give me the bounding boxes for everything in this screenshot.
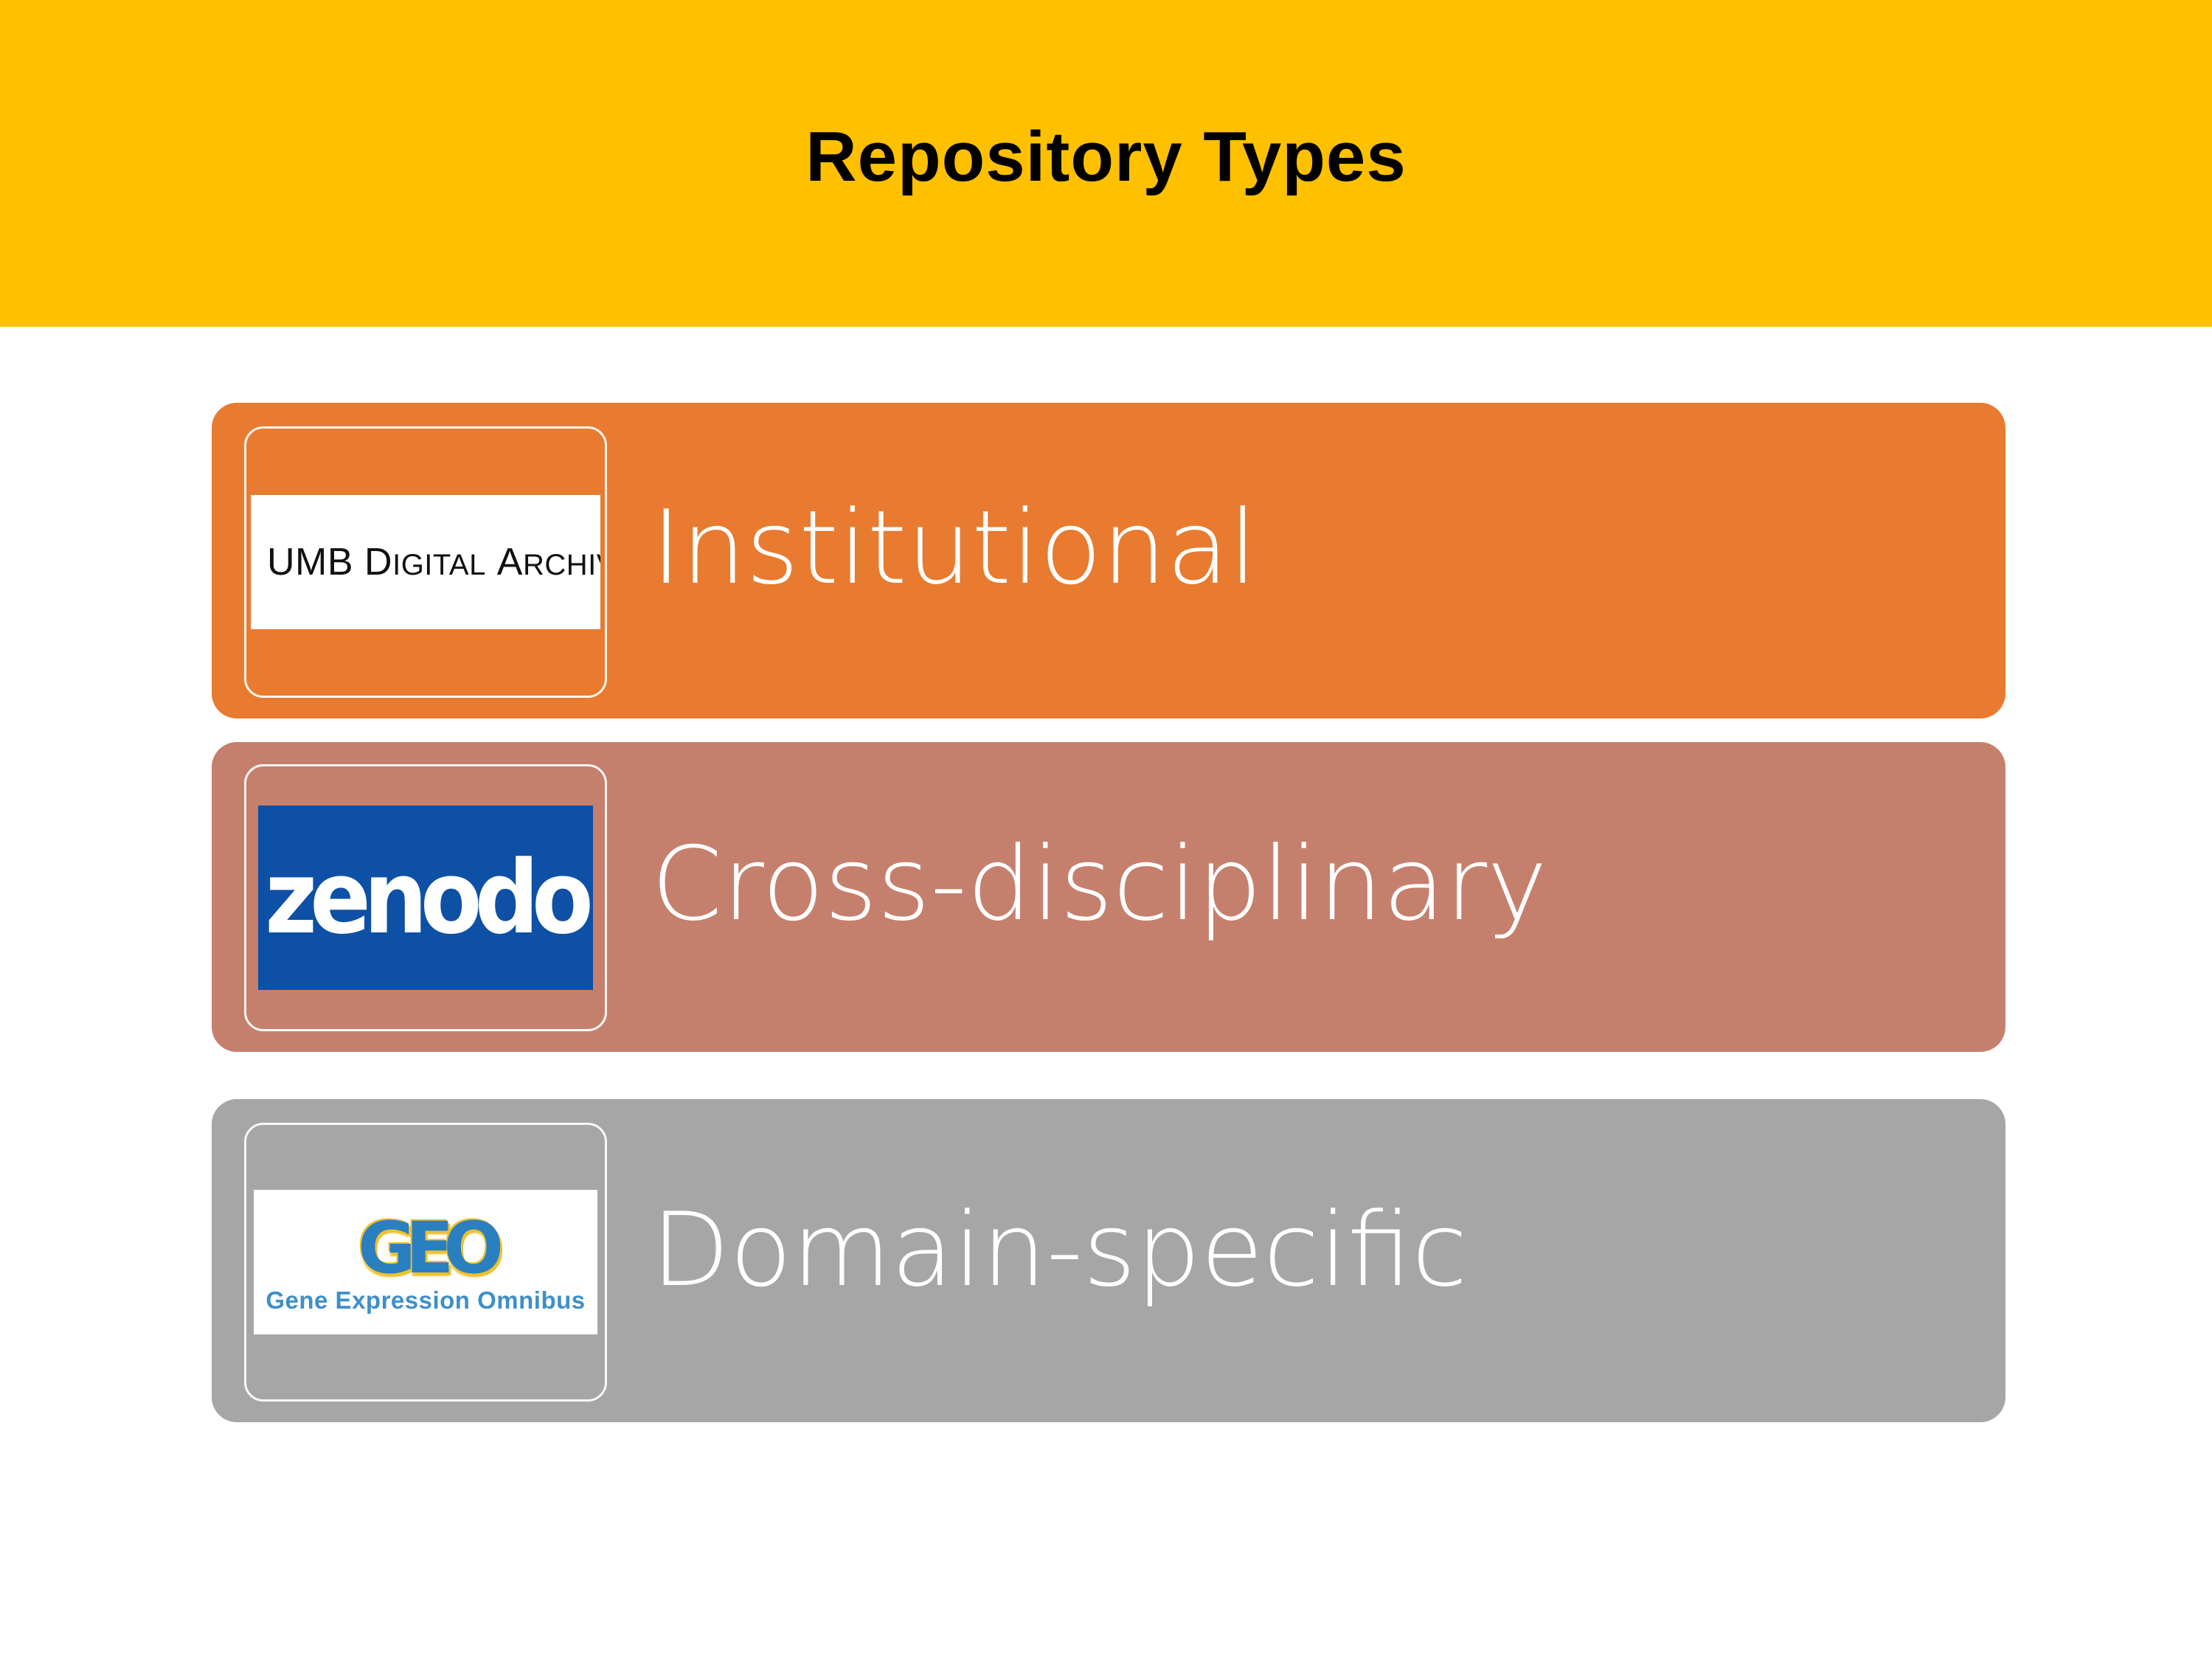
- repository-type-label-cross-disciplinary: Cross-disciplinary: [651, 825, 1547, 943]
- logo-frame-domain-specific: GEO Gene Expression Omnibus: [244, 1123, 607, 1402]
- umb-logo-wordmark: UMB DIGITAL ARCHIVE: [267, 543, 600, 581]
- repository-type-row-institutional[interactable]: UMB DIGITAL ARCHIVE Institutional: [212, 403, 2005, 718]
- repository-type-row-domain-specific[interactable]: GEO Gene Expression Omnibus Domain-speci…: [212, 1099, 2005, 1422]
- geo-monogram-icon: GEO: [358, 1206, 504, 1289]
- zenodo-logo: zenodo: [258, 806, 593, 990]
- umb-logo-word-rchive: RCHIVE: [522, 549, 600, 581]
- umb-logo-word-igital: IGITAL: [392, 549, 486, 581]
- umb-logo-word-a: A: [496, 541, 523, 583]
- title-band: Repository Types: [0, 0, 2212, 327]
- geo-logo-subtitle: Gene Expression Omnibus: [266, 1286, 586, 1314]
- repository-type-label-domain-specific: Domain-specific: [651, 1191, 1468, 1309]
- umb-logo-word-d: D: [364, 541, 393, 583]
- repository-type-label-institutional: Institutional: [651, 488, 1258, 607]
- umb-digital-archive-logo: UMB DIGITAL ARCHIVE: [251, 495, 600, 629]
- page-title: Repository Types: [805, 117, 1407, 196]
- zenodo-wordmark: zenodo: [265, 839, 593, 957]
- umb-logo-word-umb: UMB: [267, 541, 354, 583]
- repository-type-list: UMB DIGITAL ARCHIVE Institutional zenodo…: [0, 327, 2212, 1659]
- gene-expression-omnibus-logo: GEO Gene Expression Omnibus: [254, 1190, 597, 1334]
- logo-frame-institutional: UMB DIGITAL ARCHIVE: [244, 426, 607, 698]
- repository-type-row-cross-disciplinary[interactable]: zenodo Cross-disciplinary: [212, 742, 2005, 1052]
- logo-frame-cross-disciplinary: zenodo: [244, 764, 607, 1031]
